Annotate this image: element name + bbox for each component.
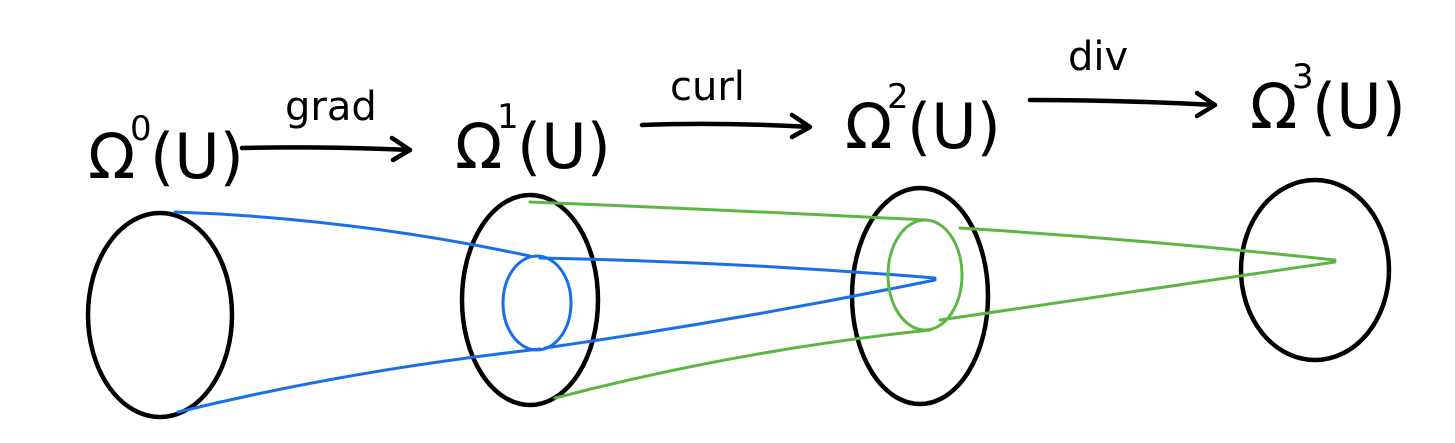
curl-kernel-line-bottom (543, 278, 937, 350)
svg-text:0: 0 (130, 109, 152, 149)
curl-map-line-bottom (553, 328, 932, 400)
arrow-icon (639, 112, 813, 140)
curl-arrow: curl (639, 64, 813, 140)
domain-omega-1 (459, 192, 601, 408)
svg-text:(U): (U) (907, 90, 1001, 163)
svg-text:2: 2 (887, 77, 909, 117)
svg-text:Ω: Ω (455, 110, 502, 183)
svg-text:grad: grad (285, 84, 377, 130)
grad-image-region (501, 254, 573, 352)
svg-text:Ω: Ω (1250, 70, 1297, 143)
svg-text:3: 3 (1292, 57, 1314, 97)
arrow-icon (1027, 90, 1218, 119)
space-label-omega-2: Ω 2 (U) (845, 77, 1001, 163)
arrow-icon (239, 135, 413, 163)
grad-arrow: grad (239, 84, 413, 163)
curl-map-line-top (528, 200, 927, 222)
svg-text:(U): (U) (150, 120, 244, 193)
svg-text:1: 1 (497, 97, 519, 137)
curl-kernel-line-top (538, 256, 937, 280)
grad-map-line-bottom (176, 347, 542, 414)
div-kernel-line-top (958, 226, 1337, 262)
space-label-omega-0: Ω 0 (U) (88, 109, 244, 193)
svg-text:(U): (U) (517, 110, 611, 183)
svg-text:curl: curl (670, 64, 745, 110)
domain-omega-0 (85, 210, 235, 420)
svg-text:Ω: Ω (88, 120, 135, 193)
svg-text:Ω: Ω (845, 90, 892, 163)
space-label-omega-1: Ω 1 (U) (455, 97, 611, 183)
div-arrow: div (1027, 34, 1218, 119)
space-label-omega-3: Ω 3 (U) (1250, 57, 1406, 143)
svg-text:(U): (U) (1312, 70, 1406, 143)
domain-omega-3 (1238, 177, 1392, 363)
grad-map-line-top (173, 210, 532, 258)
div-kernel-line-bottom (938, 260, 1337, 322)
svg-text:div: div (1068, 34, 1128, 80)
